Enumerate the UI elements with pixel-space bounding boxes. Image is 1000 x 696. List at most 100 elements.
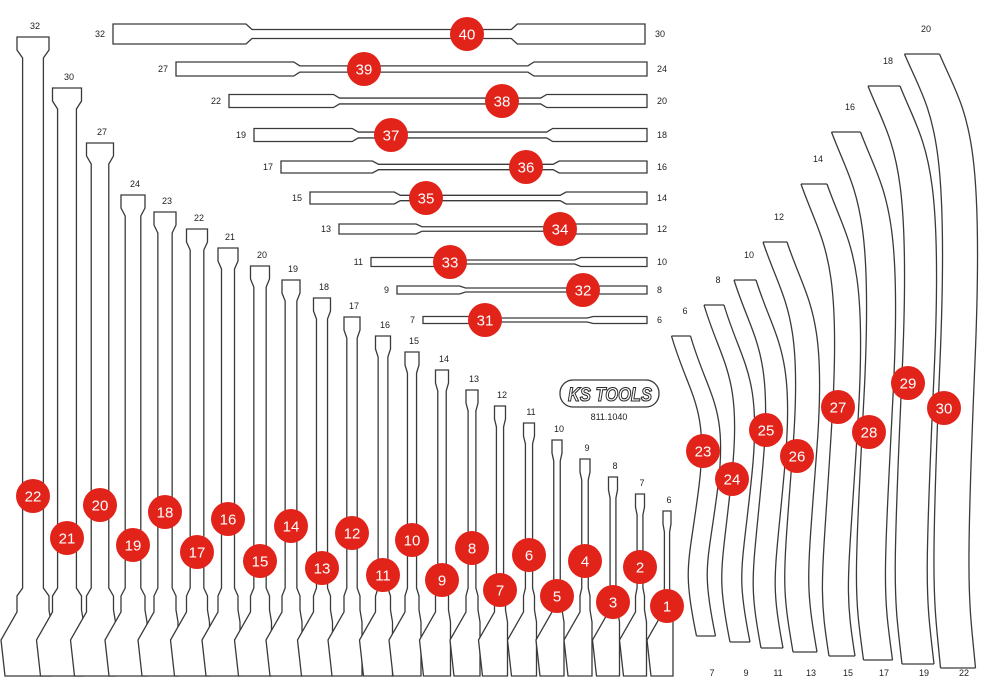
- position-number-9: 9: [438, 573, 446, 590]
- logo-brand-text: KS TOOLS: [568, 385, 652, 406]
- position-badge-24: [715, 462, 749, 496]
- wrench-40-outline: [112, 23, 646, 45]
- position-badge-6: [512, 538, 546, 572]
- wrench-9-size: 14: [439, 354, 449, 364]
- wrench-2-size: 7: [639, 478, 644, 488]
- wrench-5-outline: [535, 439, 565, 677]
- wrench-32-right-size: 8: [657, 285, 662, 295]
- wrench-9-outline: [418, 369, 452, 677]
- position-number-12: 12: [344, 526, 361, 543]
- wrench-24-edge-right: [723, 304, 756, 643]
- position-badge-26: [780, 439, 814, 473]
- logo-frame: [559, 379, 660, 408]
- position-badges: 2221201918171615141312111098765432140393…: [16, 17, 961, 623]
- wrench-12-outline: [327, 316, 363, 677]
- position-badge-34: [543, 212, 577, 246]
- wrench-1-outline: [646, 510, 674, 677]
- wrench-33-right-size: 10: [657, 257, 667, 267]
- brand-logo: KS TOOLS 811.1040: [559, 379, 660, 422]
- position-number-31: 31: [477, 313, 494, 330]
- wrench-3-outline: [591, 476, 621, 677]
- wrench-18-size: 23: [162, 196, 172, 206]
- position-badge-11: [366, 558, 400, 592]
- wrench-5-size: 10: [554, 424, 564, 434]
- wrench-34-outline: [338, 223, 648, 235]
- wrench-22-outline: [0, 36, 52, 677]
- wrench-27-bottom-size: 15: [843, 668, 853, 678]
- wrench-10-outline: [388, 351, 422, 677]
- wrench-16-size: 21: [225, 232, 235, 242]
- wrench-17-size: 22: [194, 213, 204, 223]
- wrench-8-outline: [449, 389, 481, 677]
- position-number-6: 6: [525, 548, 533, 565]
- wrench-25-top-size: 10: [744, 250, 754, 260]
- position-number-39: 39: [356, 62, 373, 79]
- position-badge-15: [243, 544, 277, 578]
- position-badge-17: [180, 535, 214, 569]
- wrench-36-outline: [280, 160, 648, 174]
- position-badge-18: [148, 495, 182, 529]
- position-number-4: 4: [581, 554, 589, 571]
- wrench-32-left-size: 9: [384, 285, 389, 295]
- wrench-23-top-size: 6: [682, 306, 687, 316]
- wrench-31-left-size: 7: [410, 315, 415, 325]
- position-badge-10: [395, 523, 429, 557]
- wrench-34-right-size: 12: [657, 224, 667, 234]
- wrench-35-outline: [309, 191, 648, 205]
- wrench-28-bottom-size: 17: [879, 668, 889, 678]
- wrench-3-size: 8: [612, 461, 617, 471]
- wrench-11-outline: [358, 335, 394, 677]
- wrench-14-size: 19: [288, 264, 298, 274]
- position-badge-14: [274, 509, 308, 543]
- wrench-26-top-size: 12: [774, 212, 784, 222]
- position-number-2: 2: [636, 560, 644, 577]
- wrench-7-size: 12: [497, 390, 507, 400]
- wrench-28-edge-right: [859, 131, 897, 661]
- wrench-7-outline: [477, 405, 509, 677]
- wrench-35-right-size: 14: [657, 193, 667, 203]
- wrench-31-outline: [422, 315, 648, 325]
- wrench-37-left-size: 19: [236, 130, 246, 140]
- wrench-35-left-size: 15: [292, 193, 302, 203]
- wrench-38-left-size: 22: [211, 96, 221, 106]
- position-badge-8: [455, 531, 489, 565]
- position-badge-39: [347, 52, 381, 86]
- wrench-25-edge-left: [733, 279, 767, 649]
- position-number-18: 18: [157, 505, 174, 522]
- logo-model-number: 811.1040: [591, 412, 628, 422]
- position-number-17: 17: [189, 545, 206, 562]
- position-badge-9: [425, 563, 459, 597]
- position-number-29: 29: [900, 376, 917, 393]
- position-number-34: 34: [552, 222, 569, 239]
- position-number-38: 38: [494, 94, 511, 111]
- size-labels: 3230272423222120191817161514131211109876…: [30, 21, 969, 678]
- wrench-10-size: 15: [409, 336, 419, 346]
- wrench-14-outline: [265, 279, 303, 677]
- position-badge-7: [483, 573, 517, 607]
- wrench-23-bottom-size: 7: [709, 668, 714, 678]
- wrench-31-right-size: 6: [657, 315, 662, 325]
- position-number-33: 33: [442, 255, 459, 272]
- position-badge-35: [409, 181, 443, 215]
- position-badge-16: [211, 502, 245, 536]
- wrench-2-outline: [618, 493, 648, 677]
- position-number-35: 35: [418, 191, 435, 208]
- position-badge-29: [891, 366, 925, 400]
- wrench-33-outline: [370, 256, 648, 268]
- wrench-34-left-size: 13: [321, 224, 331, 234]
- wrench-30-bottom-size: 22: [959, 668, 969, 678]
- wrench-38-right-size: 20: [657, 96, 667, 106]
- position-number-5: 5: [553, 589, 561, 606]
- position-badge-28: [852, 415, 886, 449]
- wrench-12-size: 17: [349, 301, 359, 311]
- wrench-36-right-size: 16: [657, 162, 667, 172]
- wrench-36-left-size: 17: [263, 162, 273, 172]
- position-number-3: 3: [609, 595, 617, 612]
- wrench-20-size: 27: [97, 127, 107, 137]
- position-number-15: 15: [252, 554, 269, 571]
- position-number-20: 20: [92, 498, 109, 515]
- position-number-32: 32: [575, 283, 592, 300]
- position-number-22: 22: [25, 489, 42, 506]
